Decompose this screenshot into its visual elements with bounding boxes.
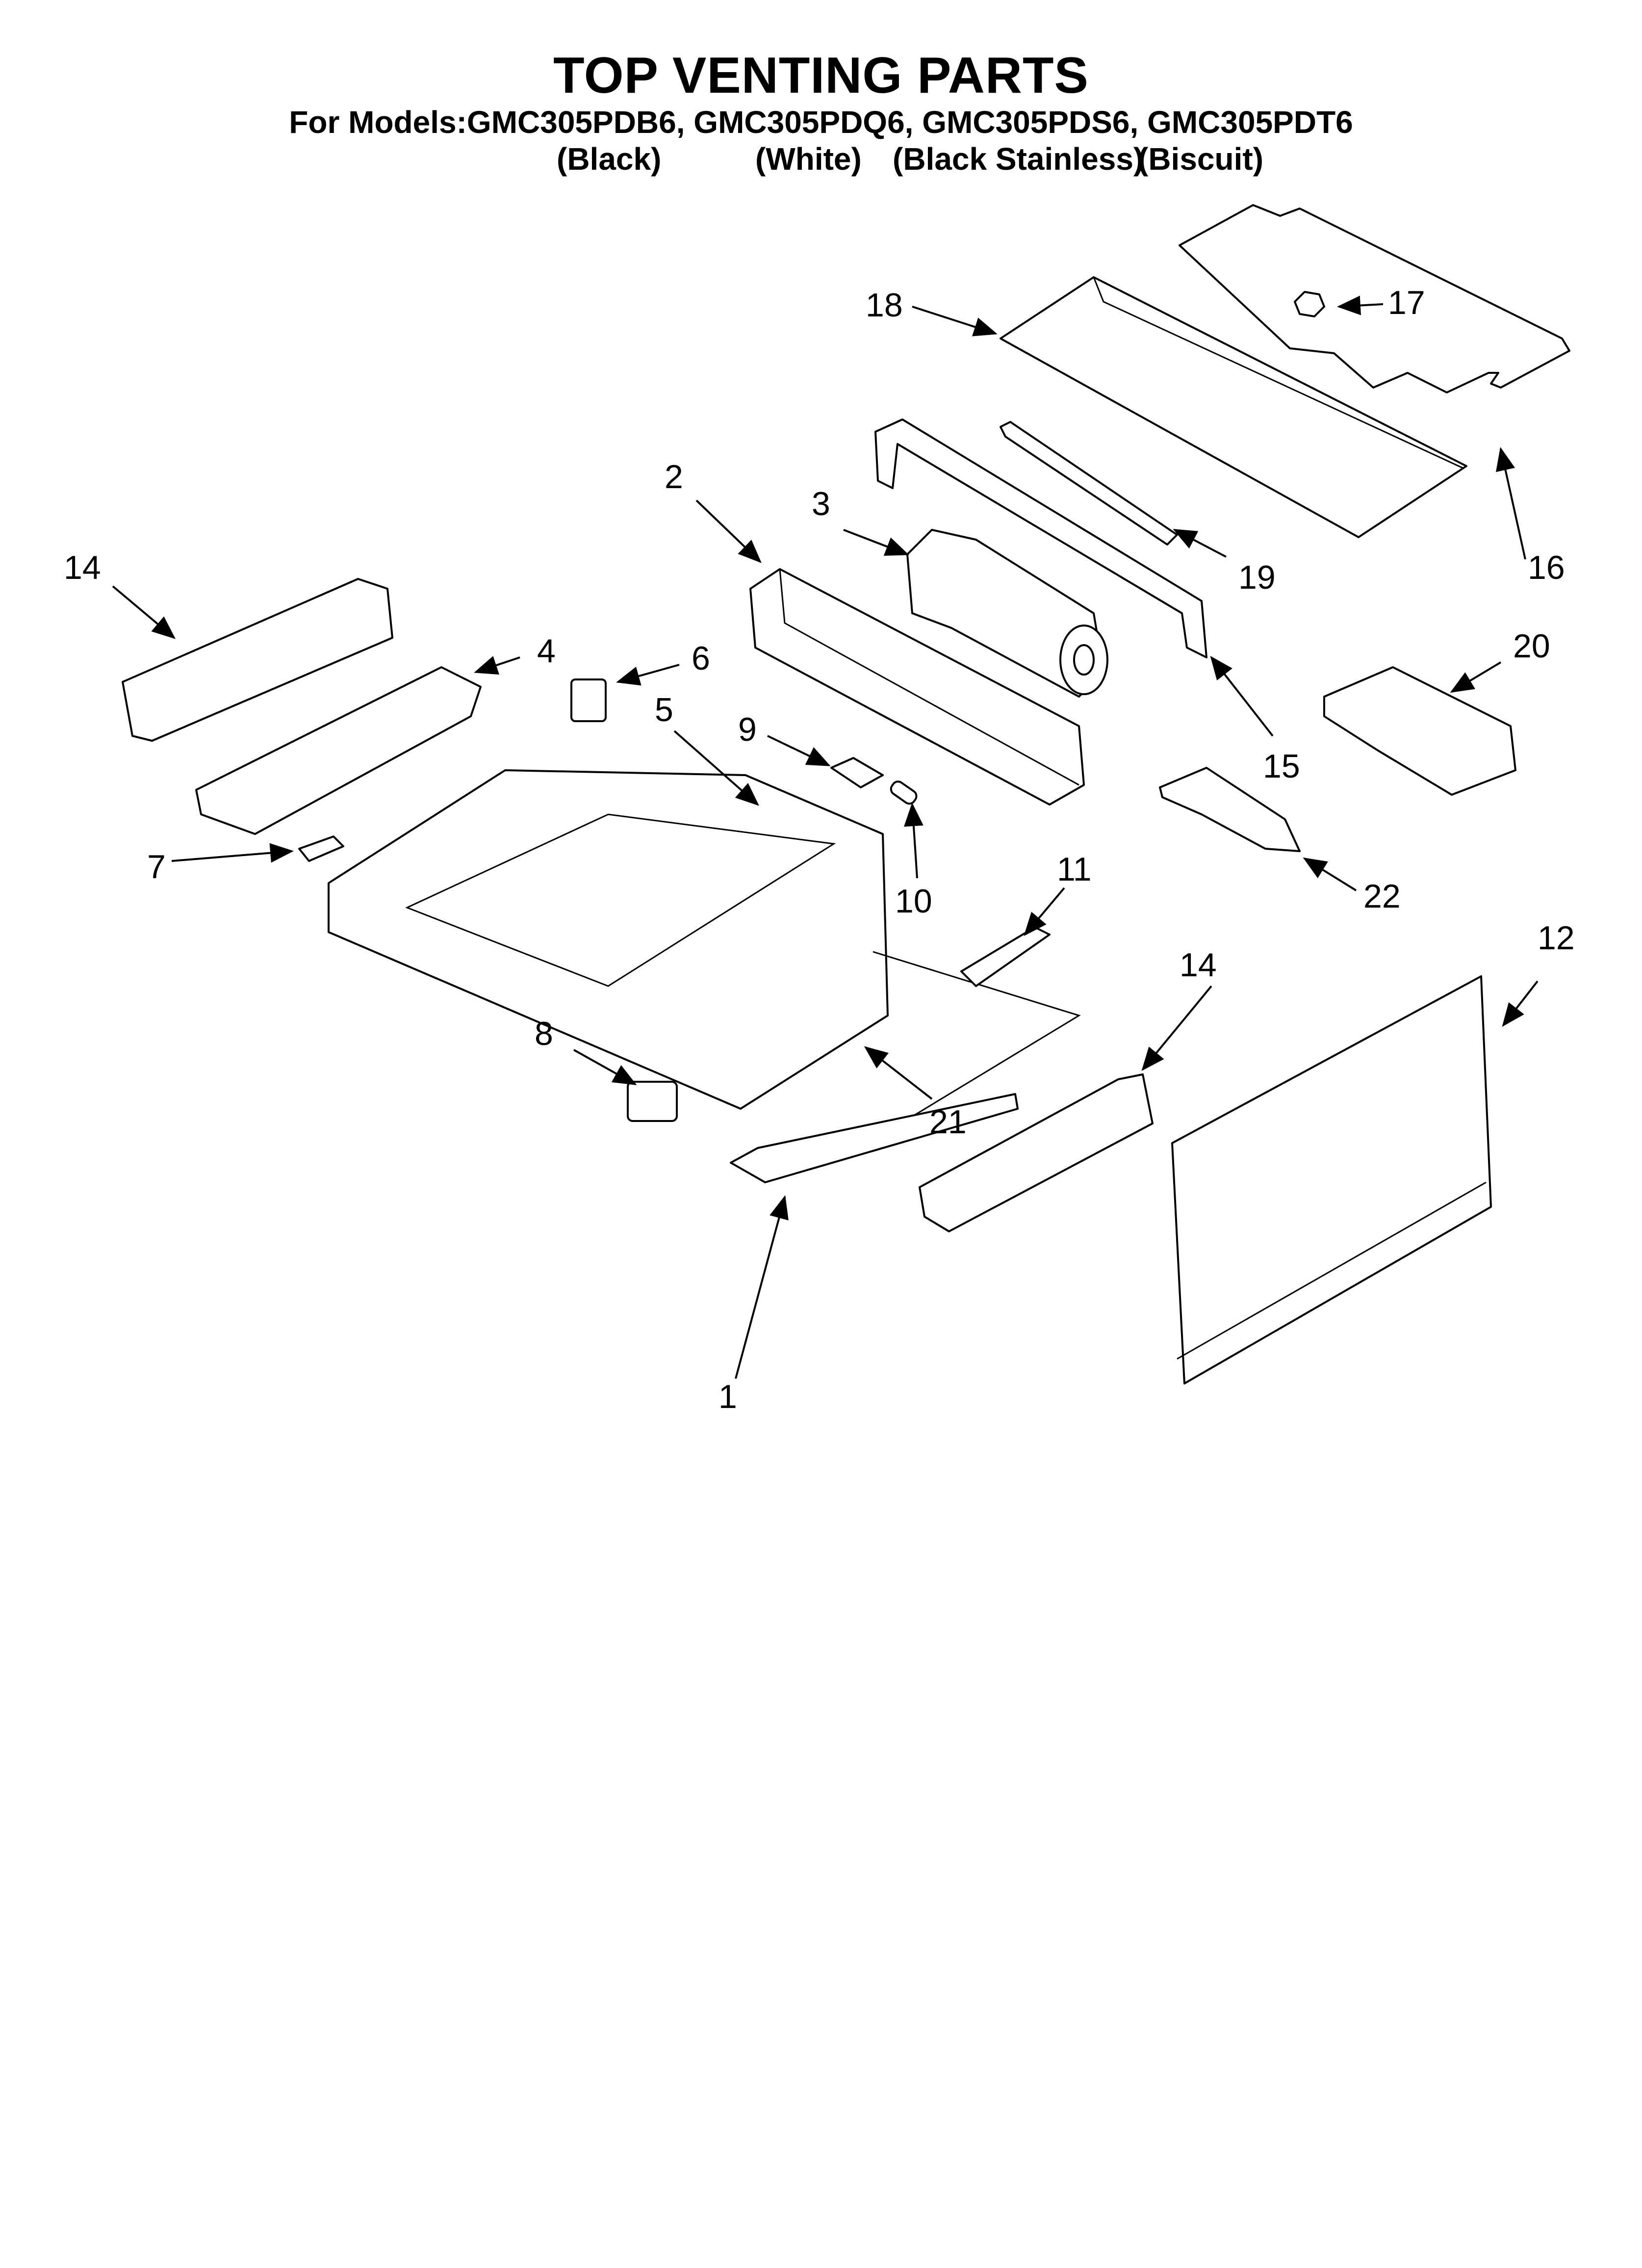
part-3-blower-motor — [906, 529, 1108, 698]
callout-12: 12 — [1538, 919, 1575, 957]
leader-10 — [903, 803, 924, 879]
callout-1: 1 — [718, 1378, 737, 1415]
callout-8: 8 — [535, 1015, 553, 1052]
callout-14-right: 14 — [1180, 946, 1217, 984]
leader-8 — [573, 1049, 637, 1085]
leader-18 — [912, 306, 998, 337]
leader-4 — [474, 656, 520, 675]
part-11-terminal-block — [960, 926, 1051, 987]
leader-1 — [735, 1195, 789, 1379]
part-21-cavity — [328, 769, 1081, 1129]
leader-20 — [1450, 661, 1502, 693]
leader-15 — [1210, 655, 1274, 737]
callout-5: 5 — [655, 691, 673, 729]
part-18-vent-baffle — [1000, 276, 1467, 538]
part-9-terminal — [830, 757, 884, 788]
callout-6: 6 — [692, 640, 710, 677]
variant-black-stainless: (Black Stainless) — [893, 141, 1144, 177]
leader-22 — [1303, 857, 1357, 891]
callout-16: 16 — [1528, 549, 1565, 586]
part-15-bracket — [874, 418, 1207, 658]
callout-19: 19 — [1238, 559, 1276, 596]
leader-3 — [843, 529, 909, 556]
part-10-fuse — [890, 781, 918, 805]
part-12-side-panel — [1171, 975, 1492, 1384]
part-16-top-cover — [1179, 204, 1570, 393]
callout-20: 20 — [1513, 627, 1550, 665]
part-7-clip — [298, 835, 344, 862]
variant-white: (White) — [755, 141, 862, 177]
part-20-plate — [1323, 666, 1516, 796]
callout-7: 7 — [147, 848, 166, 886]
callout-2: 2 — [665, 458, 683, 495]
part-4-mounting-plate — [195, 666, 482, 835]
leader-7 — [171, 843, 294, 863]
leader-2 — [695, 499, 762, 563]
callout-9: 9 — [738, 711, 757, 748]
callout-22: 22 — [1363, 878, 1401, 915]
leader-9 — [767, 735, 831, 766]
models-line: For Models:GMC305PDB6, GMC305PDQ6, GMC30… — [289, 104, 1353, 140]
leader-14-left — [112, 585, 176, 639]
part-17-clip — [1294, 291, 1325, 317]
callout-14-left: 14 — [64, 549, 101, 586]
leader-5 — [673, 730, 759, 806]
callout-3: 3 — [812, 485, 830, 522]
callout-17: 17 — [1388, 284, 1425, 321]
callout-11: 11 — [1057, 851, 1092, 888]
callout-10: 10 — [895, 883, 932, 920]
part-2-duct — [749, 568, 1085, 806]
leader-17 — [1337, 295, 1384, 315]
callout-21: 21 — [929, 1103, 967, 1141]
variant-biscuit: (Biscuit) — [1138, 141, 1263, 177]
variant-black: (Black) — [557, 141, 662, 177]
part-6-switch — [570, 678, 607, 722]
leader-12 — [1502, 980, 1539, 1027]
leader-14-right — [1141, 985, 1212, 1071]
part-22-bracket — [1159, 767, 1301, 852]
callout-18: 18 — [866, 287, 903, 324]
leader-21 — [864, 1046, 933, 1100]
page-title: TOP VENTING PARTS — [553, 47, 1089, 104]
part-1-rail — [730, 1093, 1019, 1183]
part-14-right-bracket — [919, 1073, 1154, 1232]
leader-11 — [1024, 887, 1065, 937]
leader-19 — [1173, 529, 1227, 558]
leader-6 — [616, 664, 680, 686]
part-14-left-bracket — [122, 578, 393, 742]
leader-16 — [1496, 447, 1526, 560]
callout-4: 4 — [537, 632, 556, 670]
callout-15: 15 — [1263, 748, 1300, 785]
part-19-gasket — [1000, 421, 1178, 546]
part-8-bracket — [627, 1081, 678, 1122]
